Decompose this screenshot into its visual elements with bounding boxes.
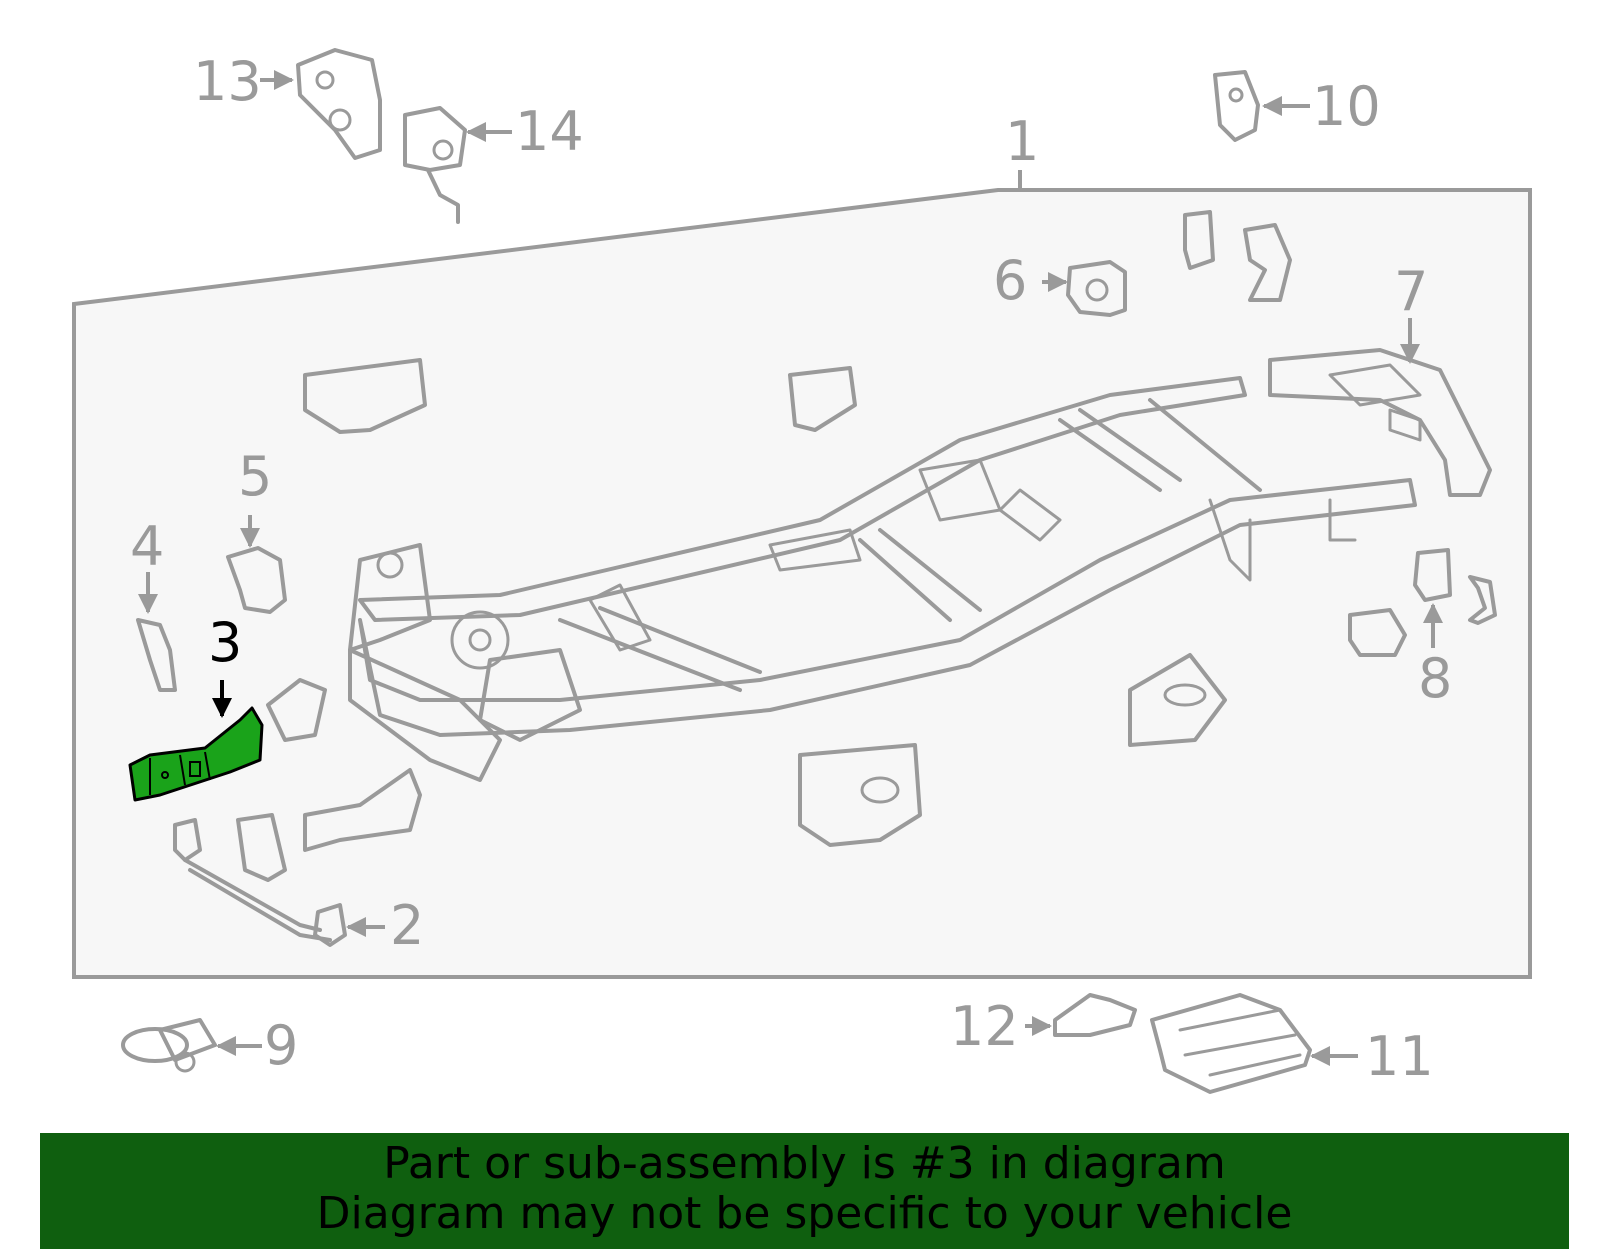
callout-8: 8	[1418, 647, 1452, 710]
part-6-bracket	[1066, 260, 1127, 317]
callout-13: 13	[193, 50, 262, 113]
bracket-lower-left-long	[303, 768, 422, 852]
banner-line-2: Diagram may not be specific to your vehi…	[316, 1188, 1293, 1239]
callout-11: 11	[1365, 1025, 1434, 1088]
callout-5: 5	[238, 445, 272, 508]
callout-14: 14	[515, 100, 584, 163]
part-13-plate	[296, 48, 382, 160]
part-3-highlighted	[128, 706, 264, 802]
bracket-top-a	[1183, 210, 1215, 270]
callout-1: 1	[1005, 110, 1039, 173]
bracket-lower-left	[236, 813, 287, 882]
callout-3: 3	[208, 611, 242, 674]
frame-assembly	[348, 376, 1417, 782]
callout-6: 6	[993, 249, 1027, 312]
part-10-bracket	[1213, 70, 1260, 142]
callout-12: 12	[950, 995, 1019, 1058]
part-12-plate	[1053, 993, 1137, 1037]
bracket-upper-left	[303, 358, 427, 434]
part-5-bracket	[226, 546, 287, 614]
callout-4: 4	[130, 515, 164, 578]
bracket-lower-right	[1128, 653, 1227, 747]
callout-9: 9	[264, 1014, 298, 1077]
bracket-upper-mid	[788, 366, 857, 432]
mount-near-3	[266, 678, 327, 742]
part-7-rear-crossmember	[1268, 348, 1492, 497]
part-14-bracket	[403, 106, 467, 224]
info-banner: Part or sub-assembly is #3 in diagram Di…	[40, 1133, 1569, 1249]
callout-7: 7	[1394, 260, 1428, 323]
bracket-top-b	[1243, 223, 1292, 302]
banner-line-1: Part or sub-assembly is #3 in diagram	[383, 1138, 1226, 1189]
part-2-brace	[173, 818, 347, 947]
assembly-panel	[72, 188, 1532, 979]
callout-10: 10	[1312, 75, 1381, 138]
part-11-skid-plate	[1150, 993, 1312, 1094]
bracket-lower-mid	[798, 743, 922, 847]
part-8-bracket	[1348, 548, 1497, 657]
part-4-bracket	[136, 618, 177, 692]
callout-2: 2	[390, 894, 424, 957]
part-9-tow-hook	[121, 1018, 217, 1073]
